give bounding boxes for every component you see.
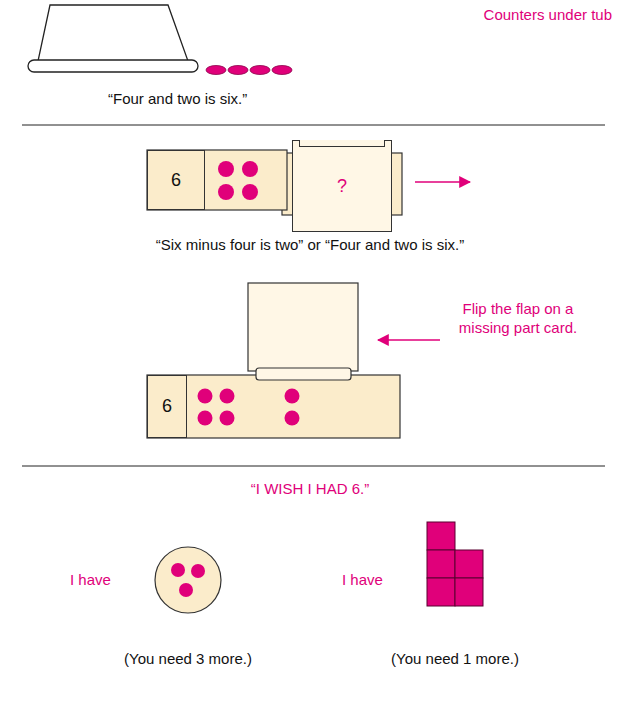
arrow xyxy=(378,339,440,341)
instruction-note: Flip the flap on a missing part card. xyxy=(452,300,584,338)
flap-tab xyxy=(299,140,385,147)
tub-rim xyxy=(28,60,198,72)
dots xyxy=(171,563,205,597)
open-flap xyxy=(248,283,358,371)
hint: (You need 1 more.) xyxy=(365,650,545,669)
player-label: I have xyxy=(70,571,140,590)
spoken-sentence: “Six minus four is two” or “Four and two… xyxy=(60,236,560,255)
divider xyxy=(22,466,605,467)
spoken-sentence: “Four and two is six.” xyxy=(108,90,368,109)
arrow xyxy=(415,181,470,183)
counters xyxy=(206,66,292,75)
caption-note: Counters under tub xyxy=(462,6,612,25)
flap-hinge xyxy=(256,368,351,380)
divider xyxy=(22,125,605,126)
card xyxy=(147,150,287,210)
card-number: 6 xyxy=(147,150,205,210)
node-text: 6 xyxy=(171,170,181,191)
flap: ? xyxy=(292,140,392,232)
card-number: 6 xyxy=(147,375,187,438)
hint: (You need 3 more.) xyxy=(98,650,278,669)
node-text: ? xyxy=(337,176,347,197)
card xyxy=(147,375,400,438)
dots xyxy=(218,161,258,200)
cubes xyxy=(427,522,483,606)
dots xyxy=(198,389,300,426)
tub xyxy=(38,5,188,61)
player-label: I have xyxy=(342,571,412,590)
plate xyxy=(155,547,221,613)
game-title: “I WISH I HAD 6.” xyxy=(160,480,460,499)
node-text: 6 xyxy=(162,396,172,417)
